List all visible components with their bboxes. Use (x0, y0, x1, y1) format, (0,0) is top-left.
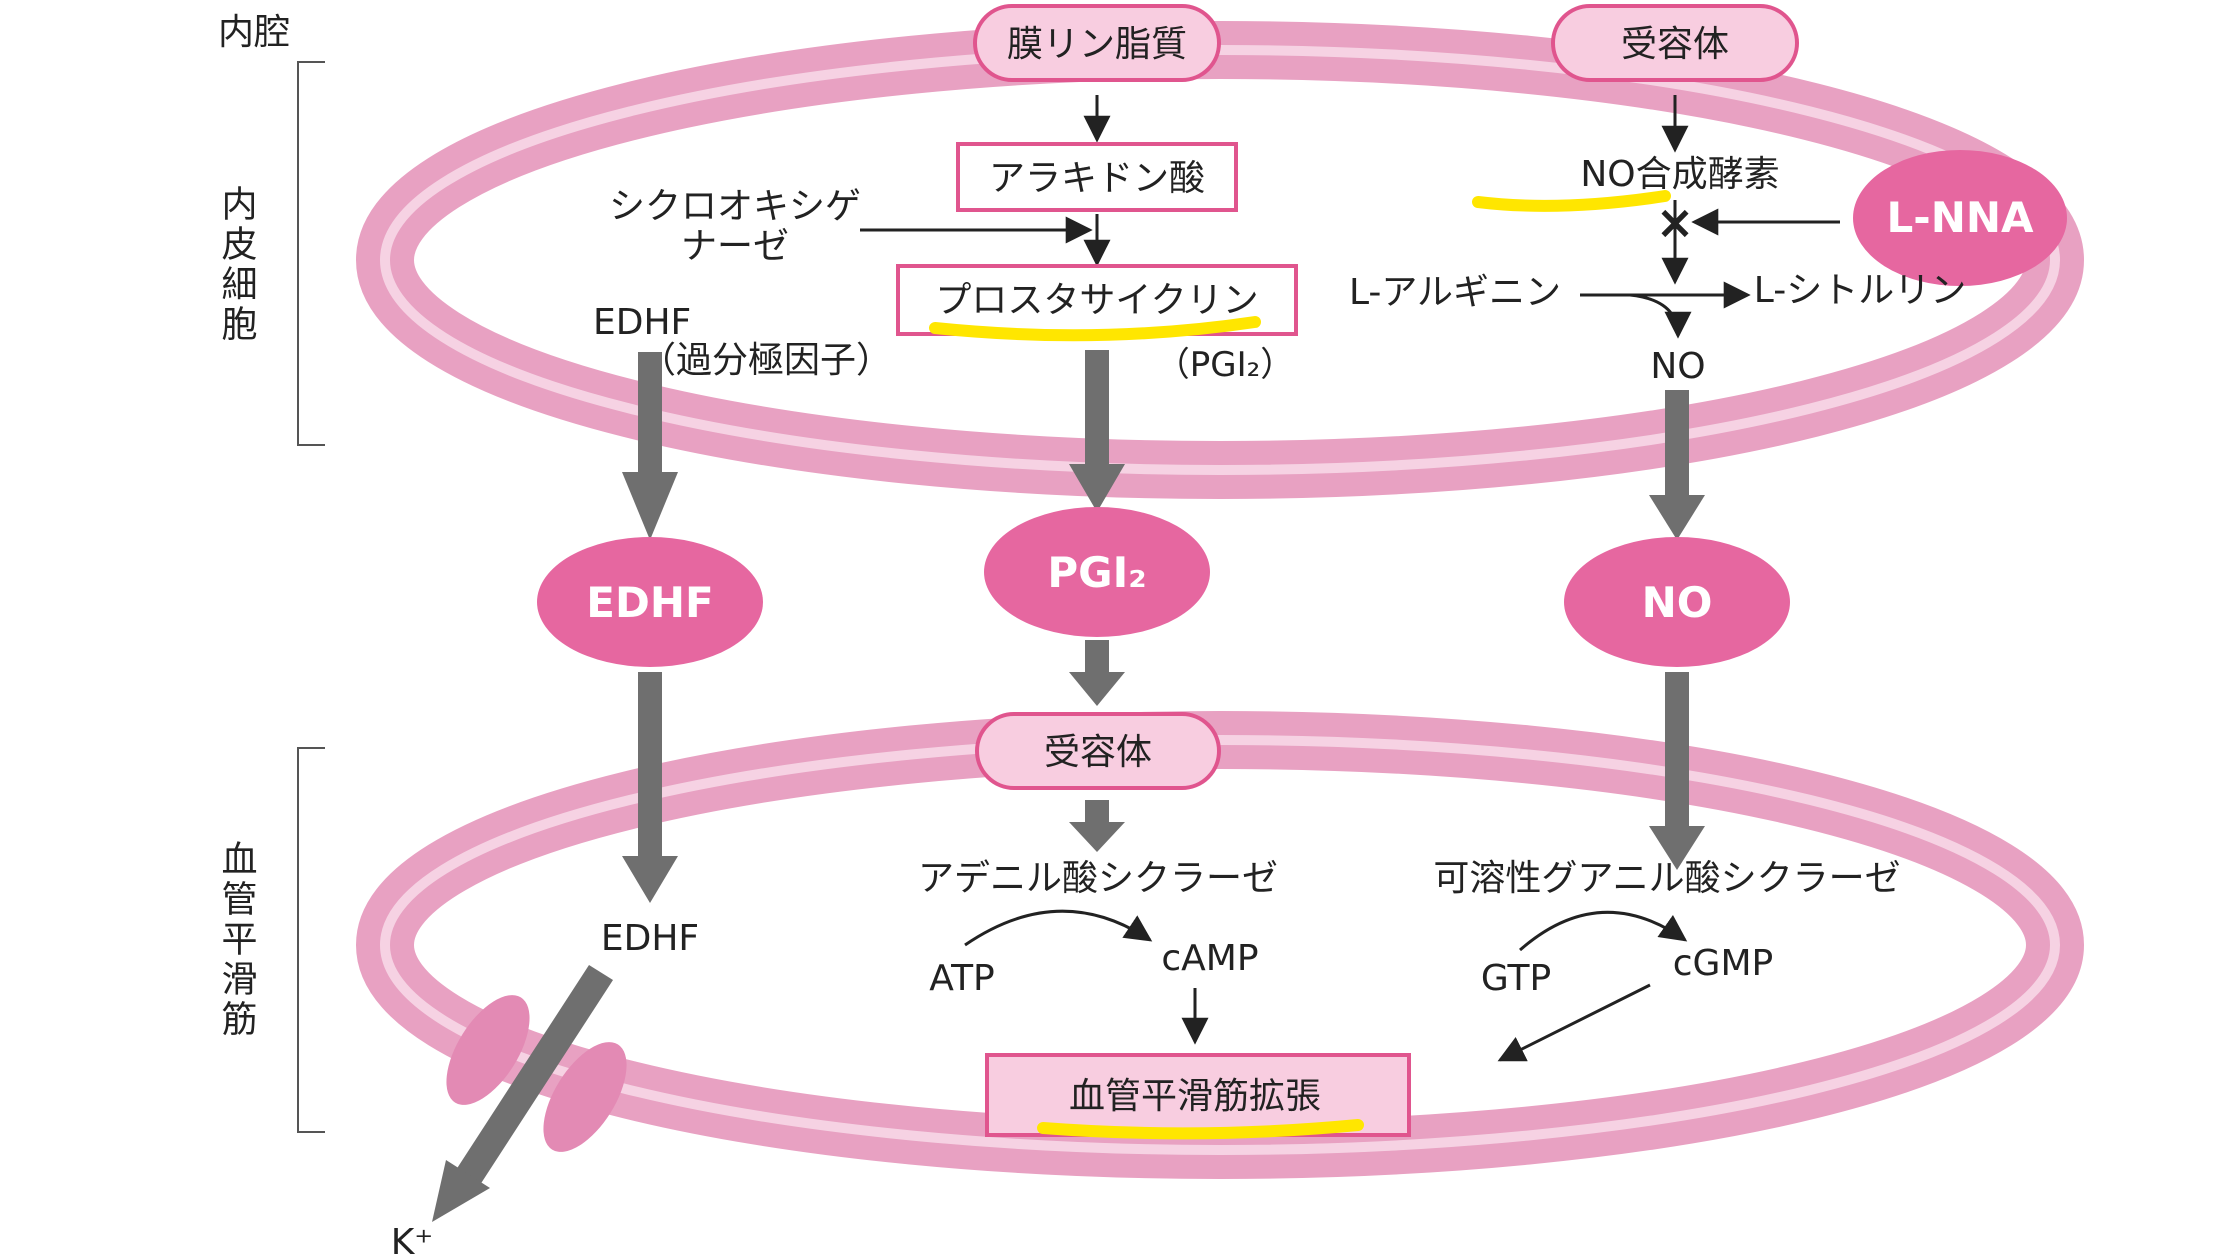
top-receptor-pill (1551, 4, 1799, 82)
vasodilation-highlight (1037, 1119, 1364, 1140)
cyclooxygenase-text-2: ナーゼ (681, 226, 789, 267)
grey-arrows (622, 350, 1705, 903)
edhf-desc-text: （過分極因子） (640, 340, 892, 381)
smooth-muscle-bracket (297, 747, 325, 1133)
top-receptor-text: 受容体 (1621, 24, 1729, 65)
cyclooxygenase-text-1: シクロオキシゲ (609, 186, 861, 227)
pgi2-oval (984, 507, 1210, 637)
l-nna-text: L-NNA (1887, 193, 2034, 242)
no-oval-text: NO (1642, 578, 1713, 627)
no-oval (1564, 537, 1790, 667)
k-plus-text: K⁺ (391, 1222, 434, 1260)
vasodilation-text: 血管平滑筋拡張 (1069, 1076, 1321, 1117)
cgmp-text: cGMP (1673, 943, 1773, 984)
edhf-oval-text: EDHF (586, 578, 713, 627)
edhf-oval (537, 537, 763, 667)
l-arginine-text: L-アルギニン (1349, 272, 1561, 313)
k-channel-left (446, 995, 530, 1105)
l-nna-oval (1853, 150, 2067, 286)
membrane-phospholipid-pill (973, 4, 1221, 82)
no-top-text: NO (1650, 346, 1705, 387)
l-citrulline-text: L-シトルリン (1754, 270, 1966, 311)
no-synthase-highlight (1472, 190, 1671, 212)
inhibit-mark: × (1656, 195, 1695, 249)
edhf-top-text: EDHF (593, 302, 691, 343)
no-synthase-text: NO合成酵素 (1580, 154, 1779, 195)
endothelial-cell-label: 内皮細胞 (216, 185, 257, 345)
lumen-label: 内腔 (218, 12, 290, 53)
smooth-muscle-label: 血管平滑筋 (216, 840, 257, 1040)
pgi2-abbr-text: （PGI₂） (1156, 345, 1295, 385)
k-channel-right (543, 1042, 627, 1152)
gtp-text: GTP (1481, 958, 1551, 999)
endothelial-bracket (297, 61, 325, 446)
atp-text: ATP (929, 958, 995, 999)
soluble-guanylate-cyclase-text: 可溶性グアニル酸シクラーゼ (1433, 858, 1900, 899)
arachidonic-acid-box (956, 142, 1238, 212)
arachidonic-acid-text: アラキドン酸 (989, 158, 1205, 199)
prostacyclin-highlight (929, 316, 1261, 342)
edhf-bottom-text: EDHF (601, 918, 699, 959)
prostacyclin-text: プロスタサイクリン (935, 280, 1258, 321)
k-efflux-arrow (432, 965, 613, 1222)
bottom-receptor-pill (975, 712, 1221, 790)
camp-text: cAMP (1161, 938, 1258, 979)
bottom-receptor-text: 受容体 (1044, 732, 1152, 773)
pgi2-oval-text: PGI₂ (1047, 548, 1146, 597)
membrane-phospholipid-text: 膜リン脂質 (1007, 24, 1187, 65)
adenylate-cyclase-text: アデニル酸シクラーゼ (918, 858, 1278, 899)
